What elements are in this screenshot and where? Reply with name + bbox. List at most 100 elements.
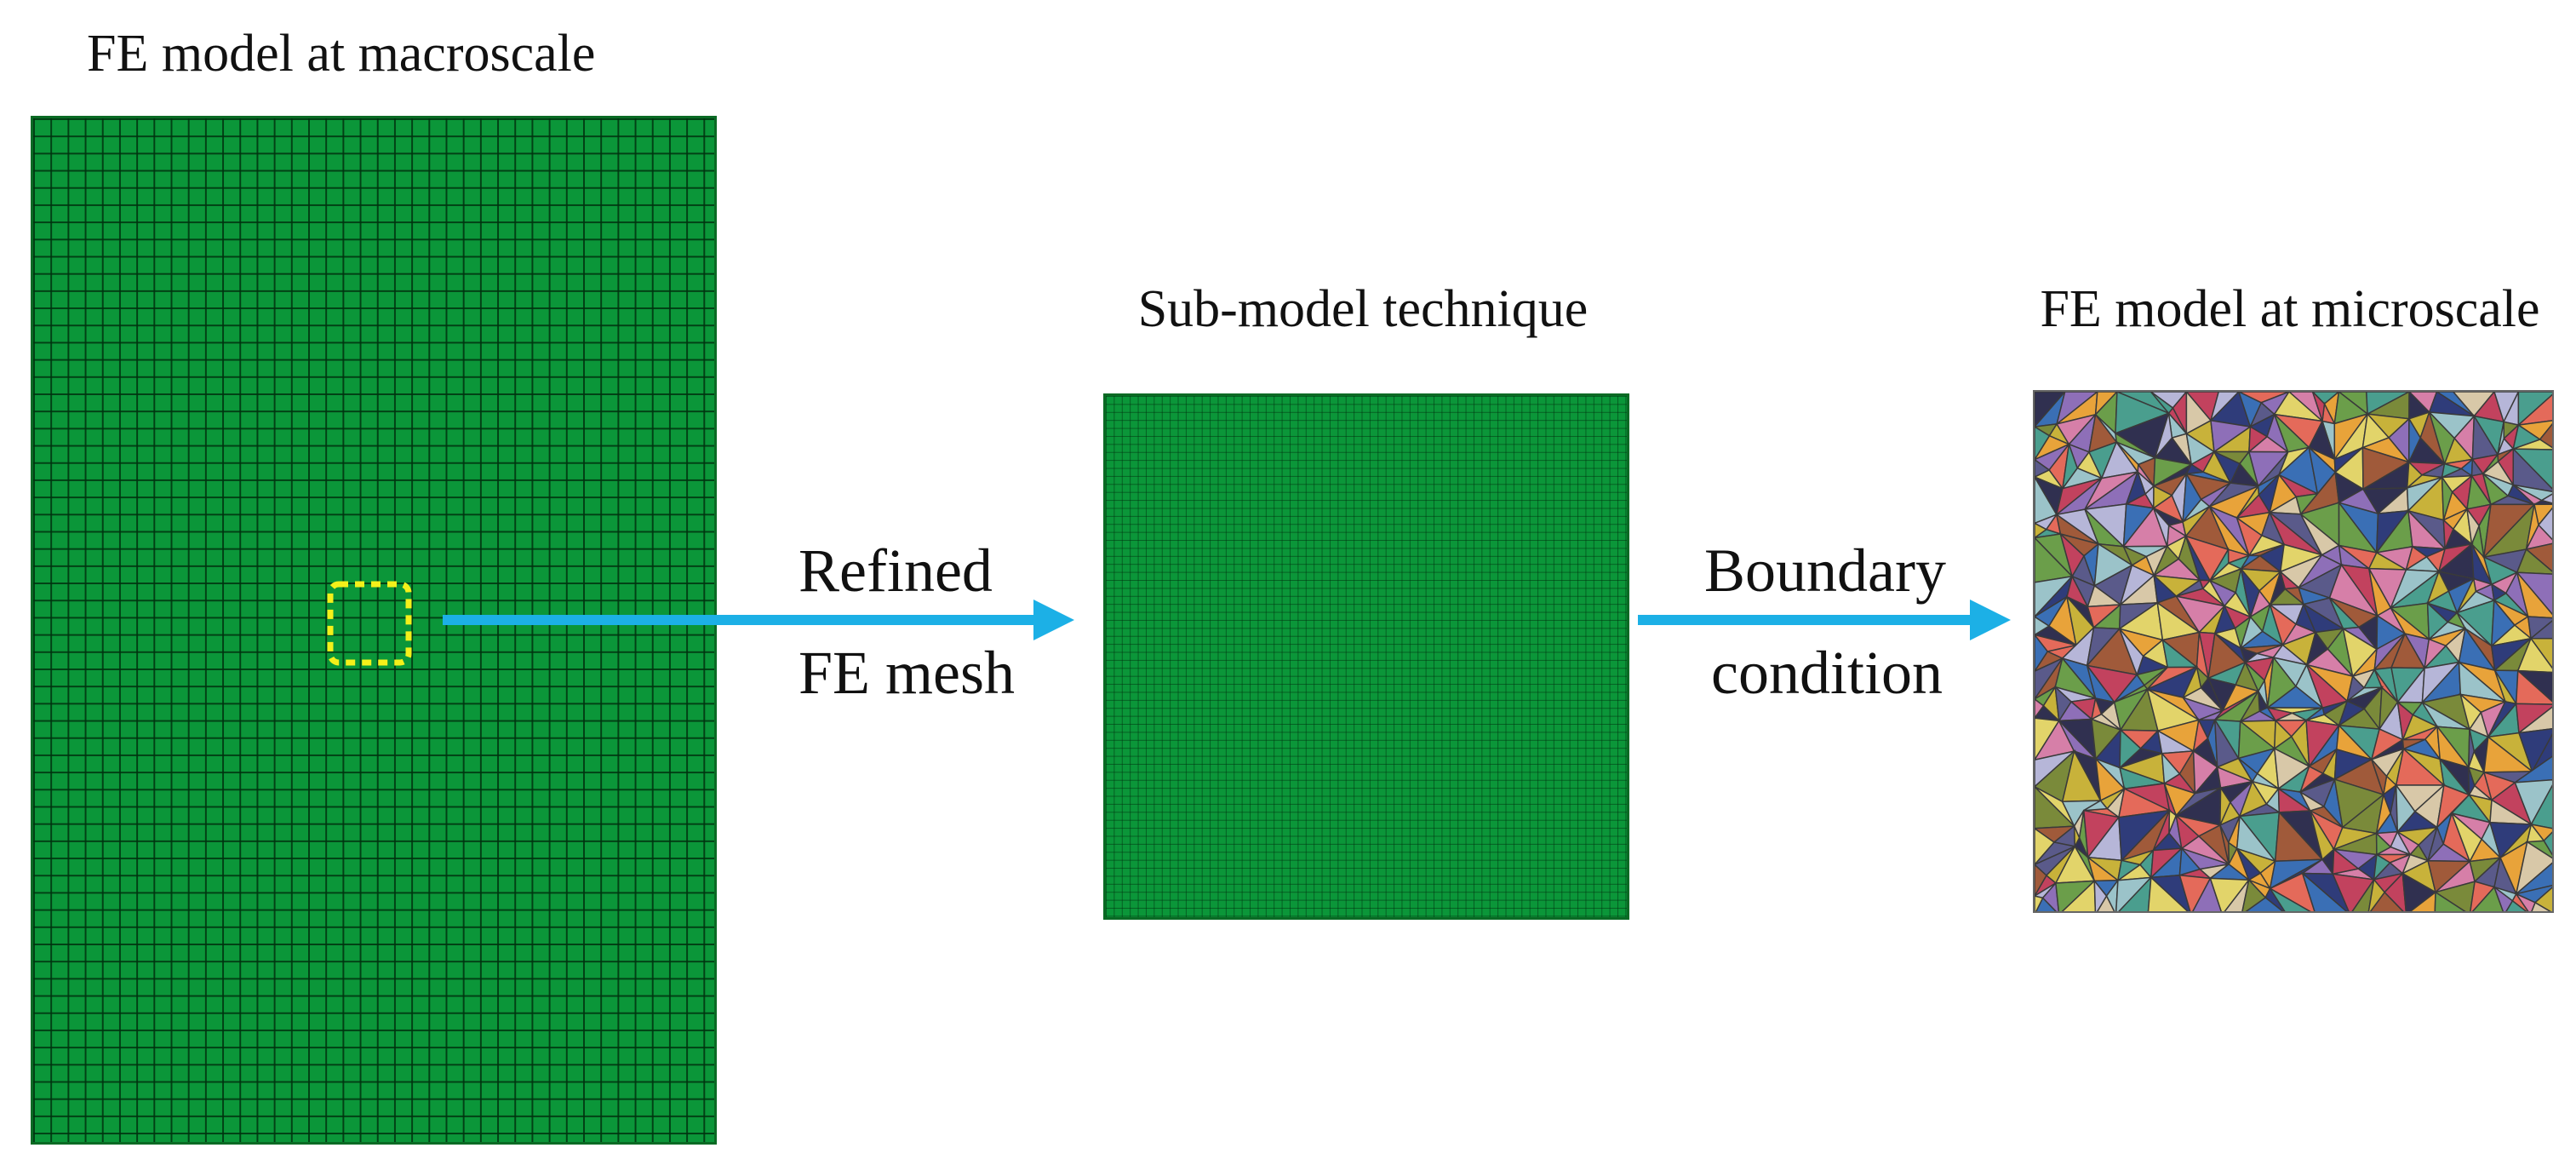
grain <box>2426 570 2450 605</box>
grain <box>2332 847 2360 875</box>
grain <box>2073 825 2081 849</box>
grain <box>2514 892 2536 911</box>
grain <box>2338 700 2366 727</box>
grain <box>2219 785 2231 826</box>
grain <box>2396 700 2414 743</box>
grain <box>2181 664 2202 699</box>
grain <box>2235 847 2262 881</box>
grain <box>2207 677 2237 713</box>
grain <box>2150 392 2174 415</box>
grain <box>2441 474 2453 520</box>
grain <box>2375 792 2391 835</box>
grain <box>2244 662 2266 693</box>
grain <box>2451 812 2483 864</box>
grain <box>2161 751 2181 785</box>
grain <box>2178 846 2201 876</box>
grain <box>2054 685 2072 723</box>
grain <box>2395 783 2416 834</box>
grain <box>2035 426 2051 462</box>
grain <box>2459 692 2482 732</box>
grain <box>2035 697 2045 720</box>
grain <box>2119 728 2142 770</box>
grain <box>2367 878 2386 911</box>
grain <box>2441 462 2464 479</box>
grain <box>2269 569 2287 605</box>
grain <box>2426 601 2449 641</box>
grain <box>2273 719 2293 750</box>
grain <box>2153 508 2170 547</box>
grain <box>2301 871 2348 911</box>
grain <box>2241 878 2267 911</box>
grain <box>2115 441 2139 474</box>
grain <box>2208 579 2237 607</box>
grain <box>2090 696 2103 720</box>
grain <box>2423 638 2447 670</box>
grain <box>2035 864 2047 898</box>
arrow1-label-line2: FE mesh <box>799 639 1016 707</box>
grain <box>2093 879 2108 911</box>
grain <box>2269 887 2311 911</box>
grain <box>2490 599 2516 648</box>
grain <box>2114 674 2145 703</box>
arrow2-head <box>1970 600 2011 640</box>
grain <box>2405 545 2428 571</box>
grain <box>2493 885 2514 911</box>
grain <box>2035 634 2049 673</box>
grain <box>2152 810 2171 852</box>
grain-structure <box>2035 392 2552 911</box>
grain <box>2238 392 2263 429</box>
grain <box>2311 392 2326 422</box>
grain <box>2427 825 2445 862</box>
sub-mesh <box>1103 393 1629 920</box>
grain <box>2219 824 2230 864</box>
grain <box>2328 597 2361 630</box>
grain <box>2083 800 2109 812</box>
grain <box>2240 554 2263 570</box>
grain <box>2401 738 2426 750</box>
grain <box>2406 460 2424 490</box>
grain <box>2213 604 2236 634</box>
grain <box>2035 616 2051 636</box>
grain <box>2147 875 2189 911</box>
sub-title: Sub-model technique <box>1137 280 1589 338</box>
grain <box>2407 416 2422 462</box>
grain <box>2526 823 2545 843</box>
grain <box>2192 717 2209 753</box>
grain <box>2497 422 2505 456</box>
grain <box>2035 522 2048 539</box>
grain <box>2235 484 2260 519</box>
grain <box>2062 444 2079 490</box>
grain <box>2396 831 2420 856</box>
grain <box>2182 472 2202 525</box>
grain <box>2175 813 2201 850</box>
grain <box>2361 412 2390 449</box>
grain <box>2122 545 2148 566</box>
grain <box>2375 831 2392 856</box>
grain <box>2482 452 2499 474</box>
grain <box>2468 729 2476 768</box>
grain <box>2482 472 2510 506</box>
arrow1-label-line1: Refined <box>799 537 993 605</box>
grain <box>2434 891 2466 911</box>
grain <box>2525 504 2539 550</box>
grain <box>2184 463 2206 475</box>
grain <box>2035 895 2044 911</box>
arrow2-label-line1: Boundary <box>1704 537 1946 605</box>
grain <box>2371 759 2388 795</box>
grain <box>2209 547 2230 582</box>
grain <box>2491 582 2508 602</box>
grain <box>2266 656 2297 709</box>
grain <box>2305 706 2326 721</box>
grain <box>2035 827 2056 866</box>
grain <box>2442 518 2454 549</box>
grain <box>2153 485 2173 510</box>
grain <box>2240 568 2260 620</box>
grain <box>2269 603 2298 647</box>
grain <box>2239 615 2264 651</box>
grain <box>2456 577 2477 613</box>
arrow1-head <box>1033 600 1074 640</box>
grain <box>2298 765 2325 795</box>
grain <box>2235 516 2263 558</box>
arrow2-label-line2: condition <box>1711 639 1943 707</box>
grain <box>2248 425 2269 454</box>
